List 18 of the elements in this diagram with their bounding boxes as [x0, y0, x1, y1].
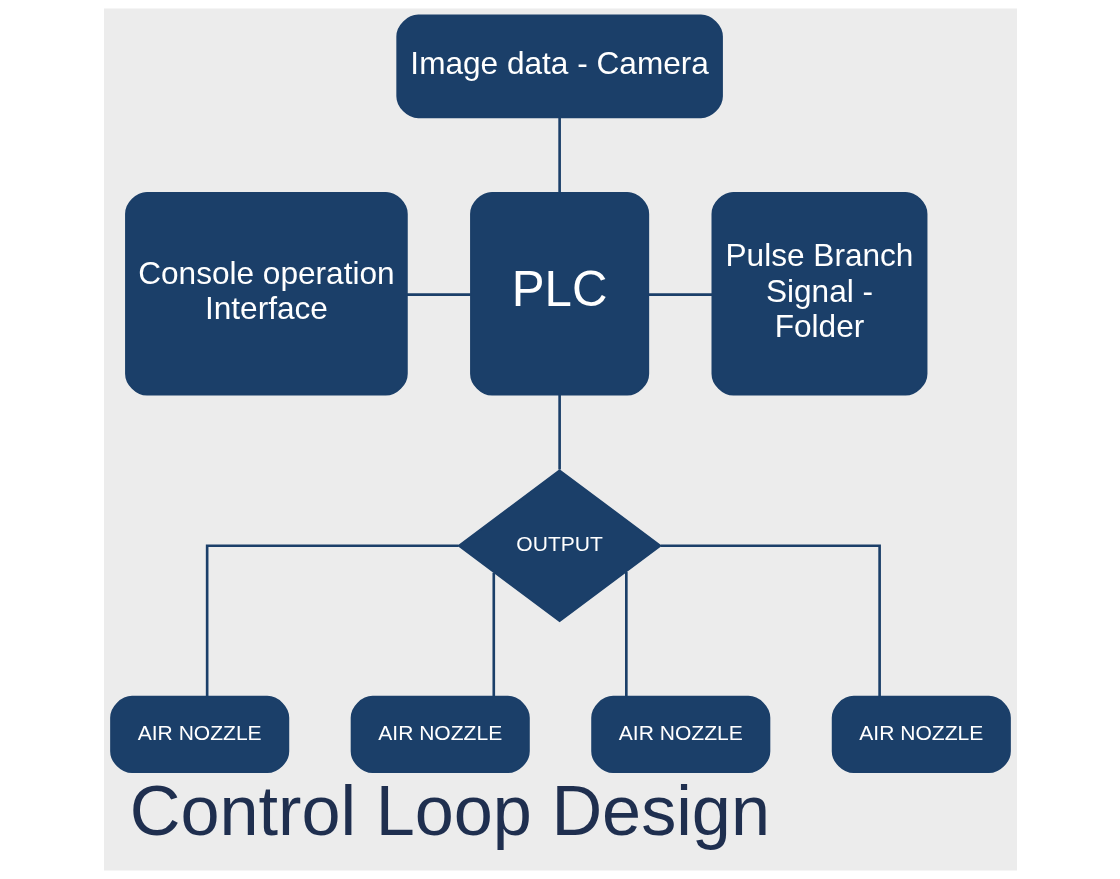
- connector: [491, 572, 495, 697]
- diagram-title: Control Loop Design: [129, 771, 770, 851]
- connector: [647, 293, 712, 296]
- node-box: Pulse Branch Signal - Folder: [711, 191, 927, 396]
- connector: [624, 571, 628, 697]
- node-box: AIR NOZZLE: [109, 695, 289, 774]
- node-box: PLC: [469, 191, 649, 396]
- node-diamond: OUTPUT: [456, 469, 662, 623]
- connector: [557, 394, 561, 470]
- connector: [205, 544, 459, 697]
- node-box: AIR NOZZLE: [350, 695, 530, 774]
- node-box: Console operation Interface: [124, 191, 408, 396]
- node-box: Image data - Camera: [395, 14, 723, 119]
- connector: [660, 544, 881, 697]
- node-box: AIR NOZZLE: [590, 695, 770, 774]
- connector: [557, 117, 561, 193]
- connector: [406, 293, 471, 296]
- node-box: AIR NOZZLE: [831, 695, 1011, 774]
